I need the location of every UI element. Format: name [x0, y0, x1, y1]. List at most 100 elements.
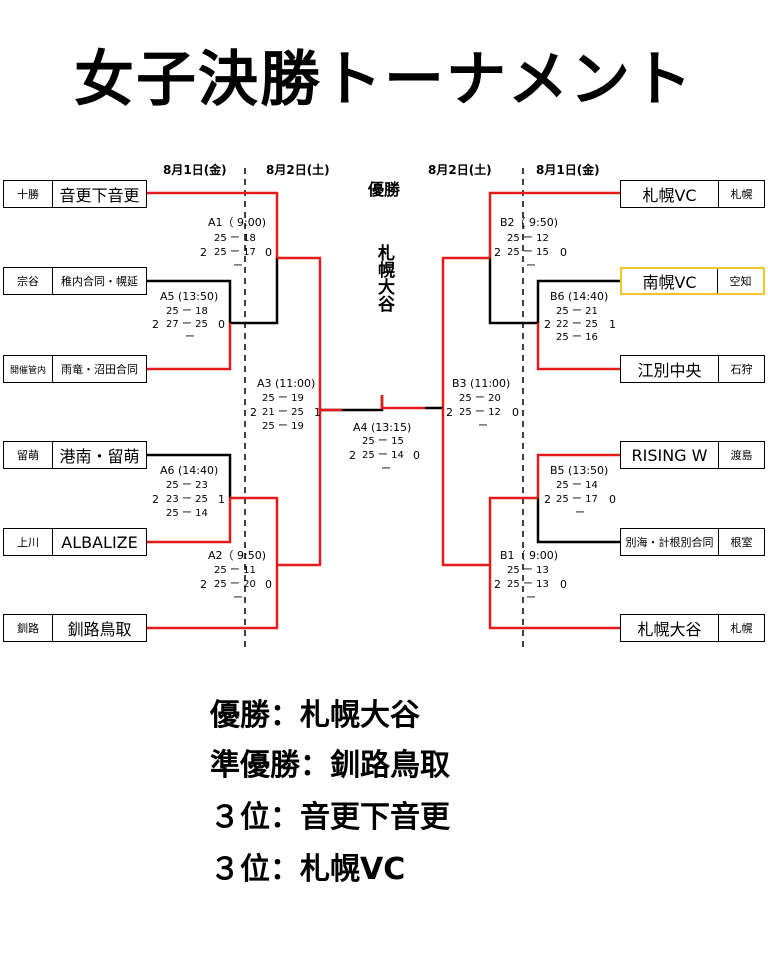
match-b3-label: B3 (11:00)	[452, 377, 511, 390]
team-name: ALBALIZE	[61, 532, 138, 552]
team-left-4: 留萌 港南・留萌	[3, 441, 147, 469]
region-label: 宗谷	[4, 268, 53, 294]
winner-heading: 優勝	[367, 180, 400, 199]
match-a2-set2: 25 ー 20	[214, 579, 256, 590]
match-b6-bottom-sets: 1	[609, 318, 616, 331]
team-name: 稚内合同・幌延	[61, 275, 138, 288]
region-label: 空知	[717, 269, 763, 293]
team-name: 別海・計根別合同	[625, 536, 714, 549]
match-b1-bottom-sets: 0	[560, 578, 567, 591]
match-a6-set2: 23 ー 25	[166, 494, 208, 505]
match-a3-bottom-sets: 1	[314, 406, 321, 419]
match-a5-label: A5 (13:50)	[160, 290, 219, 303]
match-a5-bottom-sets: 0	[218, 318, 225, 331]
match-a6-bottom-sets: 1	[218, 493, 225, 506]
match-b2-set3: ー	[526, 261, 536, 272]
region-label: 札幌	[718, 181, 764, 207]
region-label: 渡島	[718, 442, 764, 468]
team-right-2: 南幌VC 空知	[620, 267, 765, 295]
match-b3-top-sets: 2	[446, 406, 453, 419]
match-a2-set3: ー	[233, 593, 243, 604]
match-a5-set2: 27 ー 25	[166, 319, 208, 330]
match-a6-set3: 25 ー 14	[166, 508, 208, 519]
result-runner-up: 準優勝：釧路鳥取	[210, 748, 450, 783]
page-title: 女子決勝トーナメント	[74, 45, 694, 115]
match-a6-top-sets: 2	[152, 493, 159, 506]
region-label: 石狩	[718, 356, 764, 382]
match-a2-top-sets: 2	[200, 578, 207, 591]
match-b5-bottom-sets: 0	[609, 493, 616, 506]
match-a3-label: A3 (11:00)	[257, 377, 316, 390]
team-name: 音更下音更	[59, 186, 140, 205]
match-a1-set2: 25 ー 17	[214, 247, 256, 258]
region-label: 十勝	[4, 181, 53, 207]
team-name: 釧路鳥取	[67, 620, 132, 639]
match-b1-set2: 25 ー 13	[507, 579, 549, 590]
result-third-2: ３位：札幌VC	[210, 852, 406, 887]
match-a3-top-sets: 2	[250, 406, 257, 419]
region-label: 上川	[4, 529, 53, 555]
match-b5-label: B5 (13:50)	[550, 464, 609, 477]
date-right-round1: 8月1日(金)	[536, 163, 600, 177]
team-right-3: 江別中央 石狩	[620, 355, 765, 383]
match-b2-set1: 25 ー 12	[507, 233, 549, 244]
region-label: 開催管内	[4, 356, 53, 382]
team-name: 南幌VC	[642, 273, 697, 292]
match-a4-label: A4 (13:15)	[353, 421, 412, 434]
match-a1-bottom-sets: 0	[265, 246, 272, 259]
match-a5-top-sets: 2	[152, 318, 159, 331]
match-b3-set2: 25 ー 12	[459, 407, 501, 418]
line-a1-winner	[147, 191, 279, 258]
match-a1-top-sets: 2	[200, 246, 207, 259]
match-b1-set3: ー	[526, 593, 536, 604]
team-name: 札幌VC	[642, 186, 697, 205]
match-b2-bottom-sets: 0	[560, 246, 567, 259]
match-b6-label: B6 (14:40)	[550, 290, 609, 303]
match-a3-set1: 25 ー 19	[262, 393, 304, 404]
team-name: 雨竜・沼田合同	[61, 363, 138, 376]
date-right-round2: 8月2日(土)	[428, 163, 492, 177]
match-a3-set3: 25 ー 19	[262, 421, 304, 432]
match-a6-label: A6 (14:40)	[160, 464, 219, 477]
match-b3-set3: ー	[478, 421, 488, 432]
team-left-1: 十勝 音更下音更	[3, 180, 147, 208]
match-b2-set2: 25 ー 15	[507, 247, 549, 258]
team-right-1: 札幌VC 札幌	[620, 180, 765, 208]
match-b5-set2: 25 ー 17	[556, 494, 598, 505]
date-left-round2: 8月2日(土)	[266, 163, 330, 177]
match-b6-top-sets: 2	[544, 318, 551, 331]
region-label: 根室	[718, 529, 764, 555]
match-a4-top-sets: 2	[349, 449, 356, 462]
match-a1-set1: 25 ー 18	[214, 233, 256, 244]
date-left-round1: 8月1日(金)	[163, 163, 227, 177]
match-a3-set2: 21 ー 25	[262, 407, 304, 418]
team-name: 札幌大谷	[637, 620, 702, 639]
team-left-3: 開催管内 雨竜・沼田合同	[3, 355, 147, 383]
match-b1-top-sets: 2	[494, 578, 501, 591]
region-label: 釧路	[4, 615, 53, 641]
match-b6-set1: 25 ー 21	[556, 306, 598, 317]
match-b2-top-sets: 2	[494, 246, 501, 259]
region-label: 札幌	[718, 615, 764, 641]
match-b5-top-sets: 2	[544, 493, 551, 506]
match-b6-set2: 22 ー 25	[556, 319, 598, 330]
match-b6-set3: 25 ー 16	[556, 332, 598, 343]
region-label: 留萌	[4, 442, 53, 468]
match-a2-label: A2（ 9:50)	[208, 549, 267, 562]
match-b3-bottom-sets: 0	[512, 406, 519, 419]
match-a1-set3: ー	[233, 261, 243, 272]
match-b5-set3: ー	[575, 508, 585, 519]
match-a2-set1: 25 ー 11	[214, 565, 256, 576]
team-right-4: RISING W 渡島	[620, 441, 765, 469]
match-a2-bottom-sets: 0	[265, 578, 272, 591]
match-b5-set1: 25 ー 14	[556, 480, 598, 491]
match-a1-label: A1（ 9:00)	[208, 216, 267, 229]
match-b1-set1: 25 ー 13	[507, 565, 549, 576]
team-right-6: 札幌大谷 札幌	[620, 614, 765, 642]
team-left-6: 釧路 釧路鳥取	[3, 614, 147, 642]
match-a5-set3: ー	[185, 332, 195, 343]
result-champion: 優勝：札幌大谷	[210, 698, 420, 733]
match-a4-set1: 25 ー 15	[362, 436, 404, 447]
team-left-5: 上川 ALBALIZE	[3, 528, 147, 556]
